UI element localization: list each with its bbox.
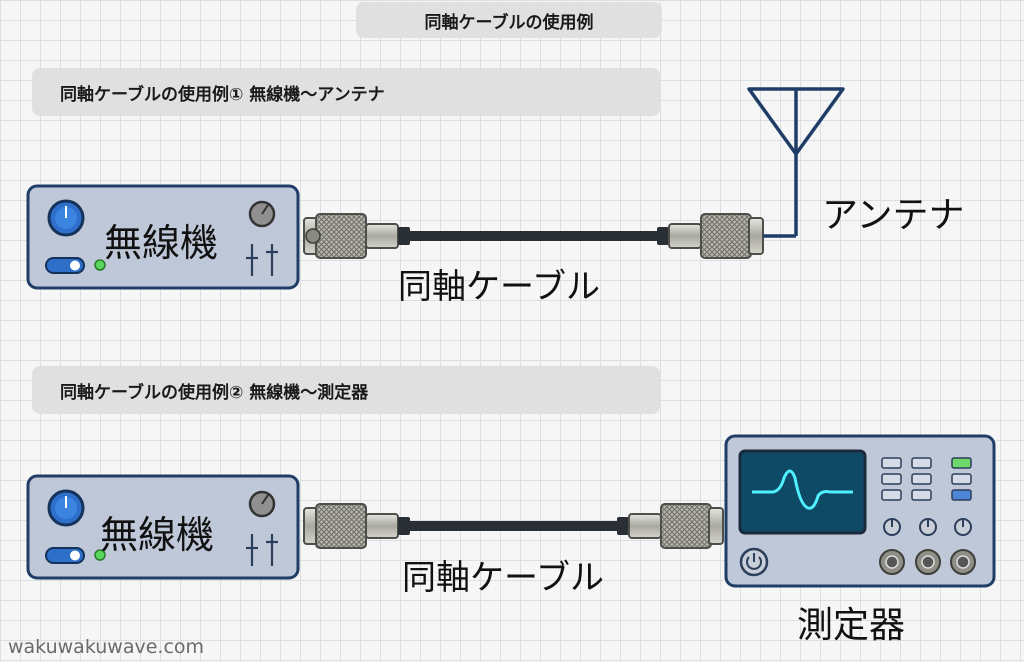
cable-label-2: 同軸ケーブル	[402, 558, 604, 598]
coax-connector-icon	[303, 213, 411, 259]
section-1-heading: 同軸ケーブルの使用例① 無線機～アンテナ	[32, 68, 660, 116]
section-2-heading: 同軸ケーブルの使用例② 無線機～測定器	[32, 366, 660, 414]
radio-label-2: 無線機	[100, 513, 215, 557]
dial-knob-icon	[883, 518, 972, 536]
coax-connector-icon	[656, 213, 764, 259]
coax-connector-icon	[616, 503, 724, 549]
watermark: wakuwakuwave.com	[8, 636, 205, 658]
antenna-icon	[747, 87, 845, 238]
meter-button-grid	[881, 457, 972, 501]
radio-label-1: 無線機	[104, 221, 219, 265]
waveform-icon	[752, 469, 853, 510]
meter-label: 測定器	[797, 605, 906, 646]
measuring-instrument	[724, 434, 996, 588]
power-icon	[739, 547, 769, 577]
cable-label-1: 同軸ケーブル	[398, 267, 600, 307]
coax-connector-icon	[303, 503, 411, 549]
bnc-port-icon	[879, 549, 976, 575]
page-title: 同軸ケーブルの使用例	[356, 2, 662, 38]
antenna-label: アンテナ	[822, 195, 965, 236]
